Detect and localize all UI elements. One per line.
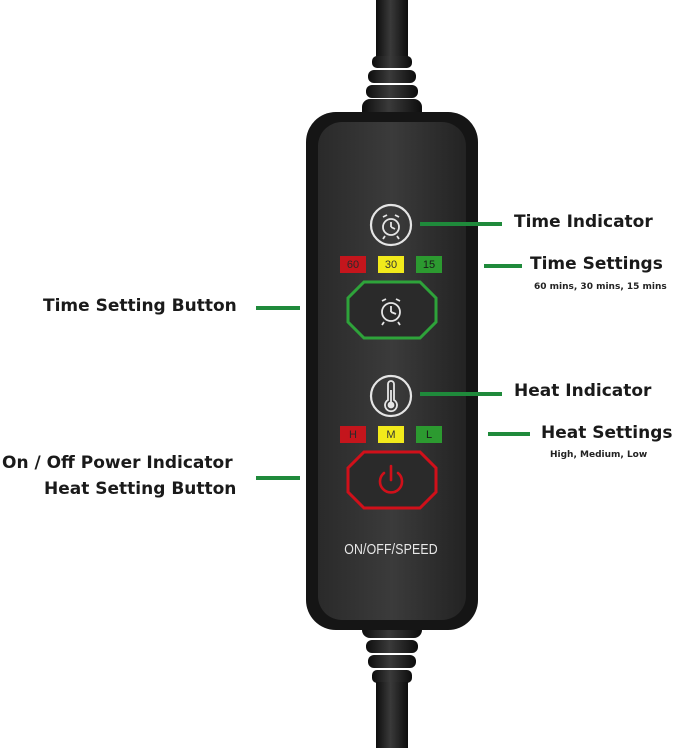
time-indicator-ring <box>369 203 413 247</box>
heat-indicator-label: Heat Indicator <box>514 381 652 401</box>
time-indicator-label: Time Indicator <box>514 212 653 232</box>
time-indicator-callout-line <box>420 222 502 226</box>
alarm-clock-icon <box>382 214 400 240</box>
heat-button-callout-line <box>256 476 300 480</box>
top-cable <box>362 0 422 121</box>
alarm-clock-icon <box>381 298 401 326</box>
heat-indicator-callout-line <box>420 392 502 396</box>
device-printed-label: ON/OFF/SPEED <box>344 541 438 558</box>
heat-settings-sublabel: High, Medium, Low <box>550 450 648 460</box>
time-settings-label: Time Settings <box>530 254 663 274</box>
heat-level-low: L <box>416 426 442 443</box>
time-setting-button[interactable] <box>346 280 438 340</box>
heat-settings-label: Heat Settings <box>541 423 673 443</box>
time-level-30: 30 <box>378 256 404 273</box>
time-level-60: 60 <box>340 256 366 273</box>
power-icon <box>378 464 404 494</box>
power-indicator-label: On / Off Power Indicator <box>2 453 233 473</box>
heat-setting-button-label: Heat Setting Button <box>44 479 237 499</box>
heat-indicator-ring <box>369 374 413 418</box>
heat-settings-callout-line <box>488 432 530 436</box>
time-button-callout-line <box>256 306 300 310</box>
time-settings-callout-line <box>484 264 522 268</box>
time-settings-sublabel: 60 mins, 30 mins, 15 mins <box>534 282 667 292</box>
heat-level-high: H <box>340 426 366 443</box>
time-level-15: 15 <box>416 256 442 273</box>
bottom-cable <box>362 618 422 748</box>
heat-level-medium: M <box>378 426 404 443</box>
time-setting-button-label: Time Setting Button <box>43 296 237 316</box>
thermometer-icon <box>384 380 398 413</box>
